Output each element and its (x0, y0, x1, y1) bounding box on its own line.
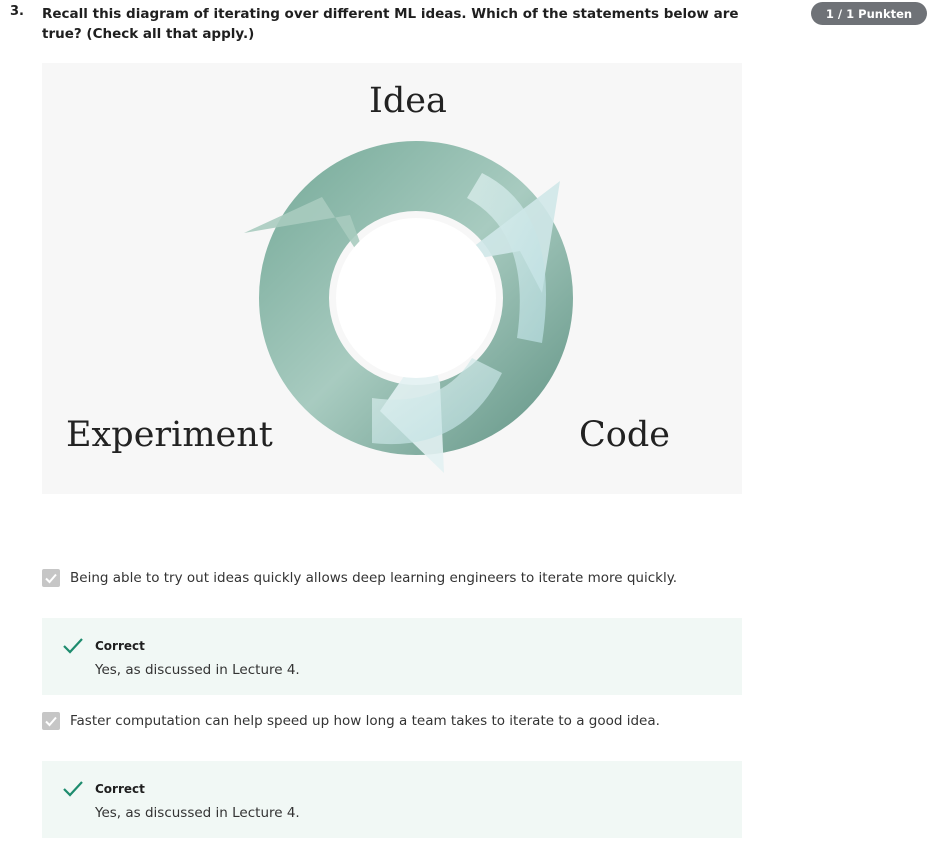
option-2-label: Faster computation can help speed up how… (70, 713, 660, 729)
diagram-label-code: Code (579, 415, 670, 455)
checkmark-icon (45, 573, 57, 584)
answer-option-1[interactable]: Being able to try out ideas quickly allo… (42, 567, 742, 589)
feedback-2-title: Correct (95, 782, 145, 796)
diagram-label-experiment: Experiment (66, 415, 273, 455)
option-1-feedback: Correct Yes, as discussed in Lecture 4. (42, 618, 742, 695)
feedback-2-body: Yes, as discussed in Lecture 4. (95, 805, 300, 821)
option-1-checkbox[interactable] (42, 569, 60, 587)
score-badge: 1 / 1 Punkten (811, 2, 927, 25)
question-text: Recall this diagram of iterating over di… (42, 6, 739, 42)
iteration-cycle-diagram: Idea Experiment Code (42, 63, 742, 494)
option-2-checkbox[interactable] (42, 712, 60, 730)
answer-option-2[interactable]: Faster computation can help speed up how… (42, 710, 742, 732)
feedback-1-title: Correct (95, 639, 145, 653)
correct-check-icon (63, 638, 83, 654)
question-number: 3. (10, 4, 24, 19)
cycle-arrows-graphic (244, 141, 573, 473)
option-1-label: Being able to try out ideas quickly allo… (70, 570, 678, 586)
feedback-1-body: Yes, as discussed in Lecture 4. (95, 662, 300, 678)
checkmark-icon (45, 716, 57, 727)
correct-check-icon (63, 781, 83, 797)
diagram-label-idea: Idea (369, 81, 447, 121)
option-2-feedback: Correct Yes, as discussed in Lecture 4. (42, 761, 742, 838)
